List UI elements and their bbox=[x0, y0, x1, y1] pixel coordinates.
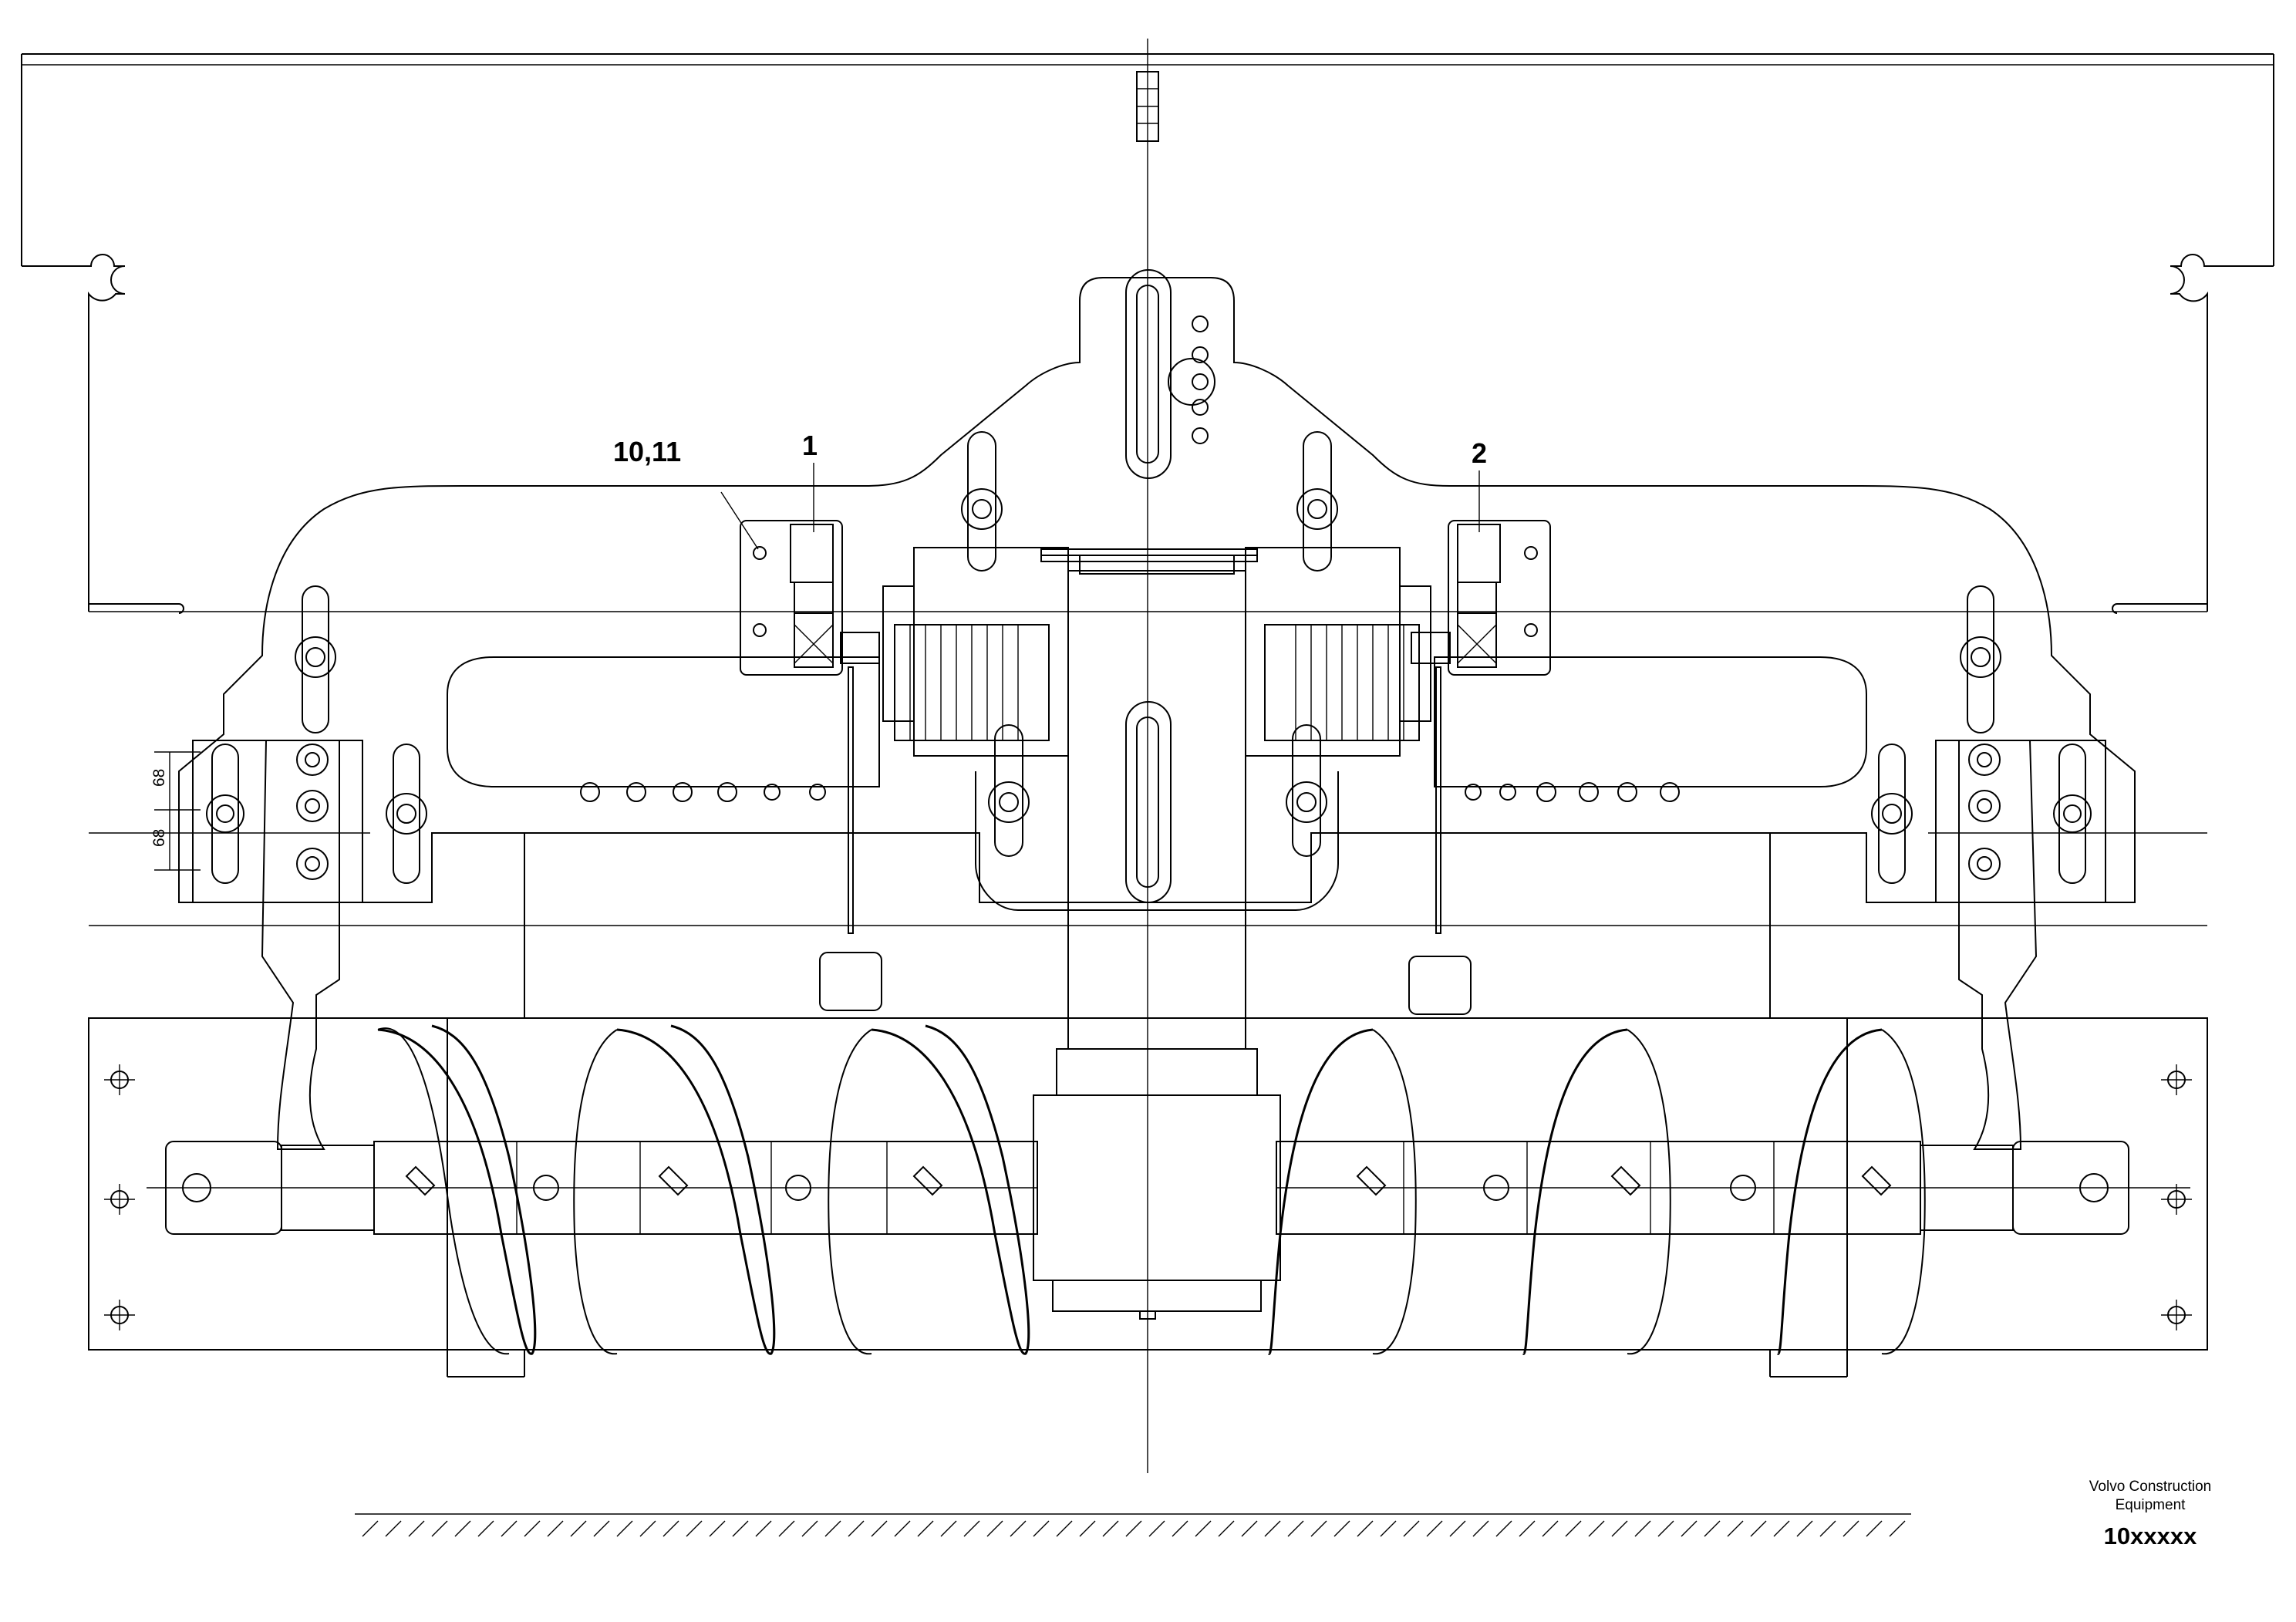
fixing-holes bbox=[104, 1064, 2192, 1330]
top-holes bbox=[1168, 315, 1215, 444]
callout-2: 2 bbox=[1472, 437, 1487, 469]
gearbox bbox=[1033, 269, 1281, 1320]
dimension-marks bbox=[89, 751, 2207, 871]
company-name-line2: Equipment bbox=[2116, 1497, 2186, 1513]
bolt-slots bbox=[295, 431, 2001, 857]
right-arm bbox=[1871, 740, 2106, 1150]
auger-shaft bbox=[147, 1141, 2190, 1235]
callout-10-11: 10,11 bbox=[613, 436, 681, 467]
company-name-line1: Volvo Construction bbox=[2089, 1479, 2211, 1495]
hole-row-left bbox=[580, 782, 826, 802]
drawing-number: 10xxxxx bbox=[2104, 1523, 2197, 1549]
ground-line bbox=[355, 1513, 1911, 1537]
auger-flights bbox=[377, 1024, 1926, 1355]
lower-frame bbox=[88, 832, 2208, 1378]
callout-1: 1 bbox=[802, 430, 818, 461]
top-marker bbox=[1136, 71, 1159, 142]
motor-right bbox=[1245, 547, 1431, 757]
dimension-lower: 68 bbox=[150, 829, 168, 847]
carrier-plate bbox=[178, 277, 2136, 911]
leader-lines bbox=[720, 463, 1480, 550]
left-arm bbox=[192, 740, 427, 1150]
motor-left bbox=[882, 547, 1069, 757]
hole-row-right bbox=[1465, 782, 1680, 802]
dimension-upper: 68 bbox=[150, 769, 168, 787]
sensor-assembly-right bbox=[1408, 520, 1551, 1015]
sensor-assembly-left bbox=[740, 520, 882, 1011]
